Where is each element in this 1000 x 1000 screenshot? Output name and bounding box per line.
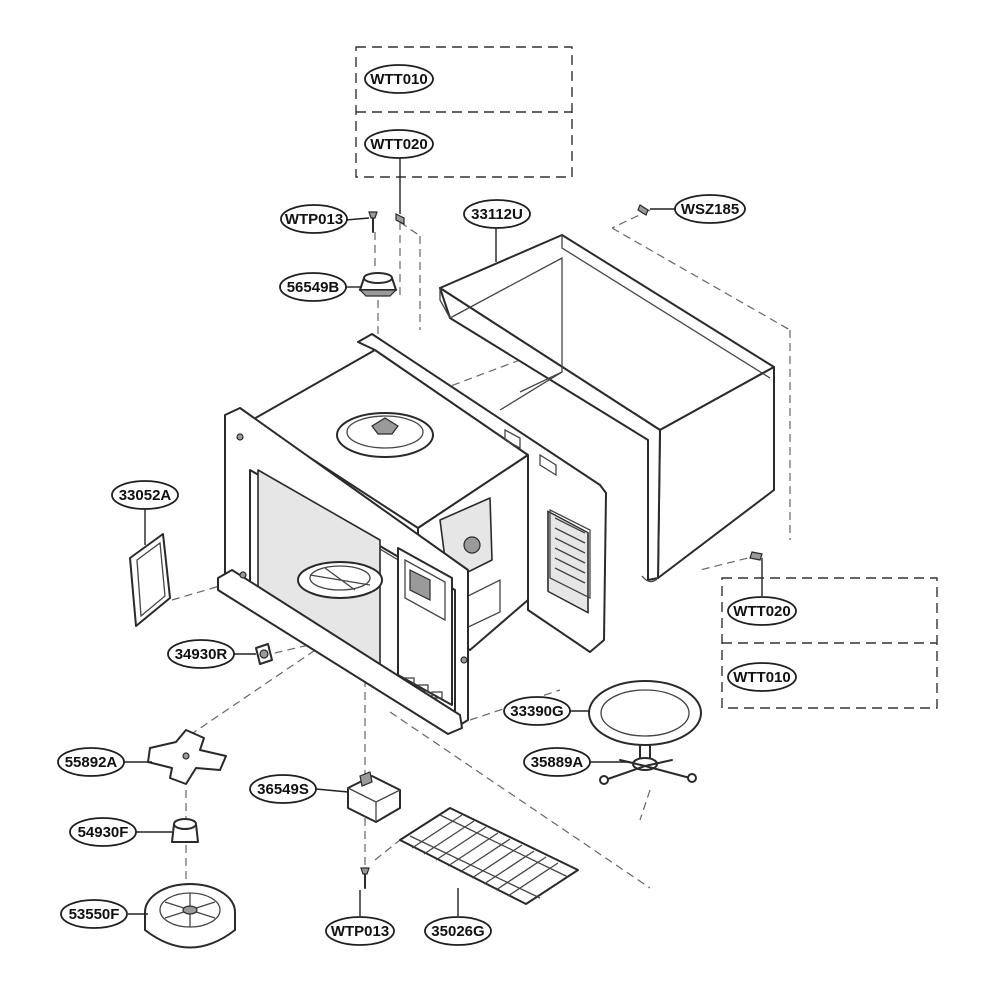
label-text-36549s: 36549S — [257, 781, 309, 798]
label-text-53550f: 53550F — [69, 906, 120, 923]
label-54930f: 54930F — [69, 817, 137, 847]
leader-lines — [124, 158, 763, 916]
label-33112u: 33112U — [463, 199, 531, 229]
label-text-33052a: 33052A — [119, 487, 172, 504]
vent-grille — [549, 508, 591, 600]
screw-wtp013-bottom — [360, 867, 370, 889]
label-text-33112u: 33112U — [471, 206, 523, 223]
outer-case — [439, 234, 775, 583]
label-wtp013-bottom: WTP013 — [325, 916, 395, 946]
glass-tray-33390g — [588, 680, 702, 746]
label-56549b: 56549B — [279, 272, 347, 302]
label-55892a: 55892A — [57, 747, 125, 777]
label-36549s: 36549S — [249, 774, 317, 804]
coupler-55892a — [147, 729, 227, 785]
kit-box-right — [721, 577, 938, 709]
screw-wtp013-top — [368, 211, 378, 233]
label-wtt020-right: WTT020 — [727, 596, 797, 626]
label-text-35889a: 35889A — [531, 754, 584, 771]
turntable-53550f — [144, 883, 236, 949]
roller-54930f — [171, 818, 199, 843]
screw-wtt020-right — [749, 551, 763, 561]
label-text-wtt020-right: WTT020 — [733, 603, 791, 620]
label-wsz185: WSZ185 — [674, 194, 746, 224]
lamp-socket-34930r — [255, 643, 273, 665]
label-text-wtt020-top: WTT020 — [370, 136, 428, 153]
wire-rack-35026g — [399, 807, 579, 905]
label-34930r: 34930R — [167, 639, 235, 669]
screw-wtt020-top — [395, 213, 405, 225]
label-text-wtp013-top: WTP013 — [285, 211, 343, 228]
label-wtt020-top: WTT020 — [364, 129, 434, 159]
label-33390g: 33390G — [503, 696, 571, 726]
label-text-35026g: 35026G — [431, 923, 484, 940]
label-53550f: 53550F — [60, 899, 128, 929]
label-wtt010-right: WTT010 — [727, 662, 797, 692]
label-33052a: 33052A — [111, 480, 179, 510]
oven-cavity — [217, 333, 607, 735]
label-text-wtt010-top: WTT010 — [370, 71, 428, 88]
label-wtp013-top: WTP013 — [280, 204, 348, 234]
label-text-56549b: 56549B — [287, 279, 340, 296]
label-text-54930f: 54930F — [78, 824, 129, 841]
cover-plate-33052a — [129, 533, 171, 627]
label-text-wsz185: WSZ185 — [681, 201, 739, 218]
label-35026g: 35026G — [424, 916, 492, 946]
screw-wsz185 — [637, 204, 649, 216]
kit-box-top — [355, 46, 573, 178]
label-wtt010-top: WTT010 — [364, 64, 434, 94]
label-35889a: 35889A — [523, 747, 591, 777]
turntable-motor-36549s — [347, 771, 401, 823]
label-text-wtp013-bottom: WTP013 — [331, 923, 389, 940]
stirrer-motor-56549b — [358, 272, 398, 297]
label-text-33390g: 33390G — [510, 703, 563, 720]
label-text-55892a: 55892A — [65, 754, 118, 771]
label-text-34930r: 34930R — [175, 646, 228, 663]
label-text-wtt010-right: WTT010 — [733, 669, 791, 686]
roller-ring-35889a — [599, 744, 697, 785]
